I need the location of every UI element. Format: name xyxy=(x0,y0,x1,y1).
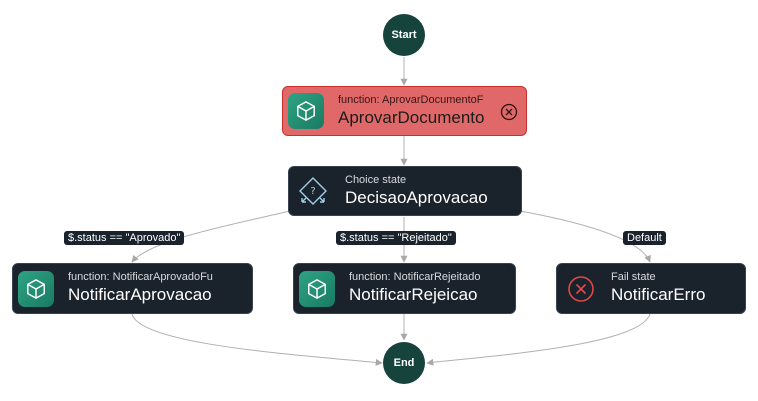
cube-icon xyxy=(299,270,335,307)
node-aprovar-documento[interactable]: function: AprovarDocumentoF AprovarDocum… xyxy=(282,86,527,136)
node-type-label: function: NotificarRejeitado xyxy=(349,271,481,283)
node-type-label: Choice state xyxy=(345,173,407,186)
edge-label-default: Default xyxy=(623,231,666,245)
fail-x-icon xyxy=(563,271,599,307)
edge-decisao-to-notificar-erro xyxy=(519,210,651,263)
node-type-label: function: AprovarDocumentoF xyxy=(338,93,484,106)
edge-decisao-to-notificar-aprovacao xyxy=(131,210,291,263)
node-notificar-erro[interactable]: Fail state NotificarErro xyxy=(556,263,746,314)
node-notificar-rejeicao[interactable]: function: NotificarRejeitado NotificarRe… xyxy=(293,263,516,314)
edge-notificar-erro-to-end xyxy=(426,313,651,366)
node-type-label: Fail state xyxy=(611,271,656,283)
end-node[interactable]: End xyxy=(383,342,425,384)
cube-icon xyxy=(18,270,54,307)
node-decisao-aprovacao[interactable]: ? Choice state DecisaoAprovacao xyxy=(288,166,522,216)
start-node[interactable]: Start xyxy=(383,14,425,56)
edge-label-aprovado: $.status == "Aprovado" xyxy=(64,231,185,245)
node-title: AprovarDocumento xyxy=(338,107,485,127)
error-status-icon xyxy=(500,103,518,121)
node-title: DecisaoAprovacao xyxy=(345,187,488,207)
end-label: End xyxy=(393,357,415,369)
svg-text:?: ? xyxy=(310,186,315,197)
start-label: Start xyxy=(391,29,417,41)
cube-icon xyxy=(288,93,324,129)
node-notificar-aprovacao[interactable]: function: NotificarAprovadoFu NotificarA… xyxy=(12,263,253,314)
edge-label-rejeitado: $.status == "Rejeitado" xyxy=(336,231,456,245)
edge-notificar-aprovacao-to-end xyxy=(131,313,383,366)
node-title: NotificarAprovacao xyxy=(68,285,212,304)
node-title: NotificarErro xyxy=(611,285,706,304)
choice-icon: ? xyxy=(295,173,331,209)
node-title: NotificarRejeicao xyxy=(349,285,478,304)
node-type-label: function: NotificarAprovadoFu xyxy=(68,271,213,283)
